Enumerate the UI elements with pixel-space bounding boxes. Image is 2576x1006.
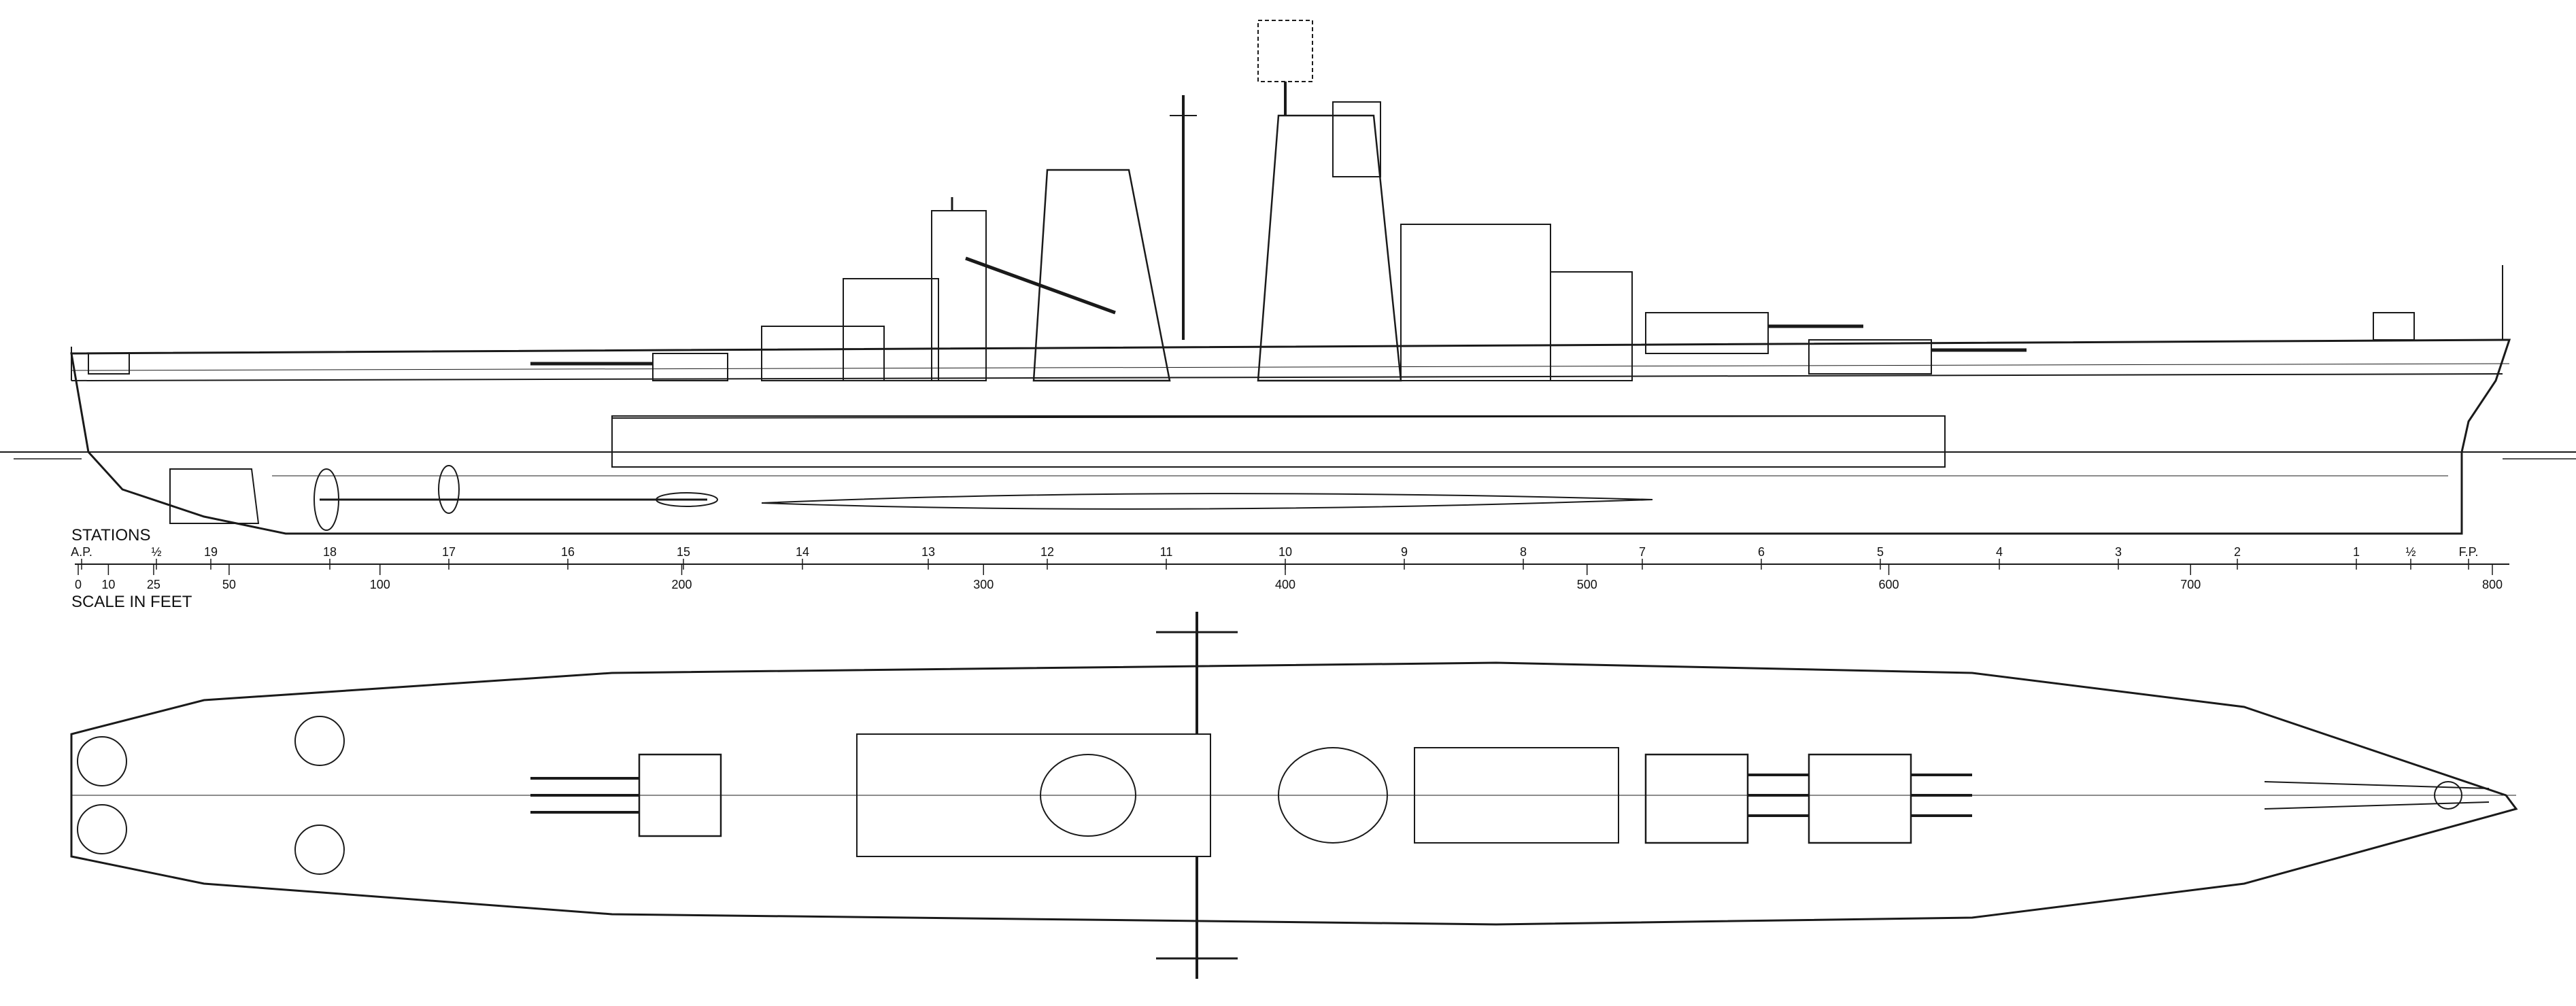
station-label: 7 — [1639, 545, 1646, 559]
stations-label: STATIONS — [71, 526, 150, 544]
station-label: 14 — [796, 545, 809, 559]
station-label: ½ — [151, 545, 161, 559]
scale-label-value: 10 — [101, 578, 115, 591]
station-label: 19 — [204, 545, 218, 559]
station-label: 4 — [1996, 545, 2003, 559]
station-label: 15 — [677, 545, 690, 559]
station-label: 12 — [1040, 545, 1054, 559]
scale-label-value: 300 — [973, 578, 994, 591]
scale-label-value: 100 — [370, 578, 390, 591]
scale-label-value: 800 — [2482, 578, 2503, 591]
scale-label: SCALE IN FEET — [71, 593, 192, 611]
station-label: 13 — [921, 545, 935, 559]
station-ticks: A.P. ½ 19 18 17 16 15 14 13 12 11 10 9 8 7 6 5 4 3 2 1 ½ F.P. — [71, 545, 2478, 570]
scale-label-value: 25 — [147, 578, 160, 591]
station-label: 2 — [2234, 545, 2241, 559]
station-label: 5 — [1877, 545, 1884, 559]
station-label: 10 — [1278, 545, 1292, 559]
side-profile-view — [0, 20, 2576, 535]
station-label: 8 — [1520, 545, 1527, 559]
station-label: 16 — [561, 545, 575, 559]
station-label: 18 — [323, 545, 337, 559]
scale-label-value: 0 — [75, 578, 82, 591]
station-label: F.P. — [2459, 545, 2479, 559]
aft-turret-profile — [530, 353, 728, 381]
scale-label-value: 700 — [2180, 578, 2201, 591]
station-label: ½ — [2405, 545, 2416, 559]
hull-profile — [70, 339, 2511, 535]
station-label: 11 — [1160, 545, 1173, 559]
station-label: 17 — [442, 545, 456, 559]
forward-turrets-profile — [1645, 312, 2027, 375]
station-label: 3 — [2115, 545, 2122, 559]
deck-outline — [70, 661, 2518, 926]
station-label: A.P. — [71, 545, 92, 559]
scale-label-value: 400 — [1275, 578, 1295, 591]
scale-label-value: 50 — [222, 578, 236, 591]
scale-ticks: 0 10 25 50 100 200 300 400 500 600 700 800 — [75, 564, 2503, 591]
station-label: 9 — [1401, 545, 1408, 559]
deck-plan-view — [70, 612, 2518, 979]
station-label: 1 — [2353, 545, 2360, 559]
scale-label-value: 600 — [1878, 578, 1899, 591]
scale-label-value: 200 — [671, 578, 692, 591]
station-label: 6 — [1758, 545, 1765, 559]
scale-label-value: 500 — [1577, 578, 1597, 591]
